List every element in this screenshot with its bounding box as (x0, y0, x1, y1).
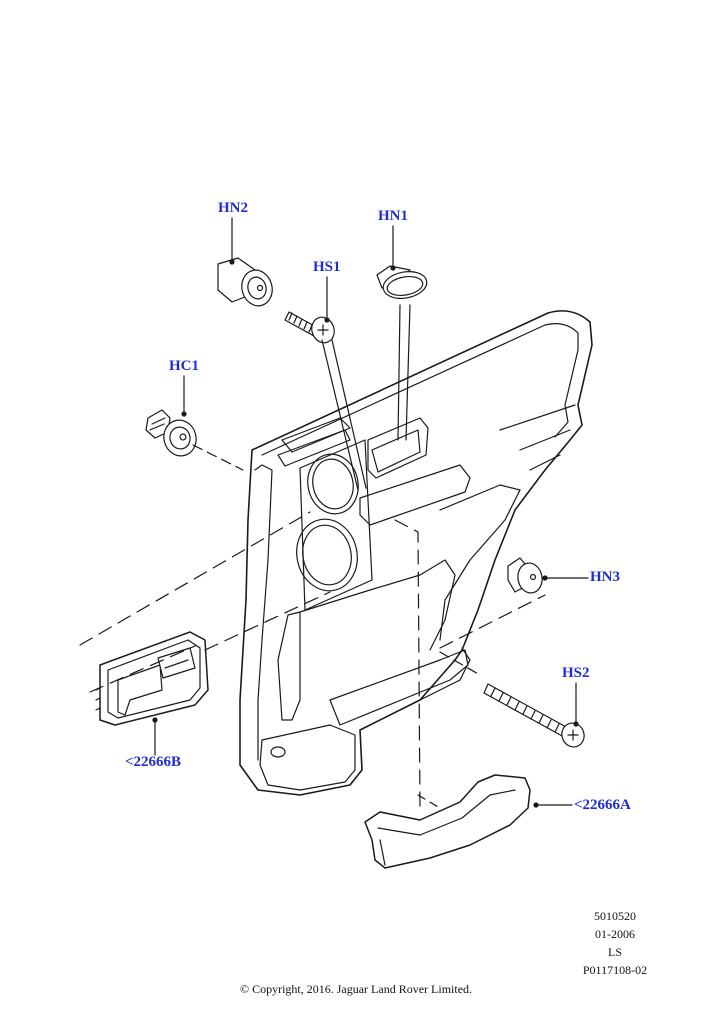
assembly-lines (79, 304, 546, 811)
reference-illustration-id: P0117108-02 (582, 963, 648, 977)
callout-hs2: HS2 (562, 665, 590, 681)
leader-lines (152, 217, 589, 808)
copyright-notice: © Copyright, 2016. Jaguar Land Rover Lim… (239, 982, 473, 996)
callout-hn1: HN1 (378, 208, 408, 224)
reference-code: LS (607, 945, 622, 959)
callout-hs1: HS1 (313, 259, 341, 275)
clip-hc1-part (145, 409, 197, 457)
screw-hs1-part (284, 311, 335, 344)
callout-part-22666b: <22666B (125, 754, 182, 770)
callout-hc1: HC1 (169, 358, 199, 374)
reference-number: 5010520 (594, 909, 636, 923)
reference-date: 01-2006 (595, 927, 635, 941)
plug-hn2-part (217, 257, 273, 307)
grab-handle-part (364, 774, 531, 869)
nut-hn3-part (507, 557, 543, 594)
callout-hn2: HN2 (218, 200, 248, 216)
callout-part-22666a: <22666A (574, 797, 631, 813)
screw-hs2-part (483, 683, 585, 748)
pull-handle-part (95, 631, 209, 726)
callout-hn3: HN3 (590, 569, 620, 585)
plug-hn1-part (376, 265, 428, 299)
door-trim-panel (239, 310, 593, 796)
